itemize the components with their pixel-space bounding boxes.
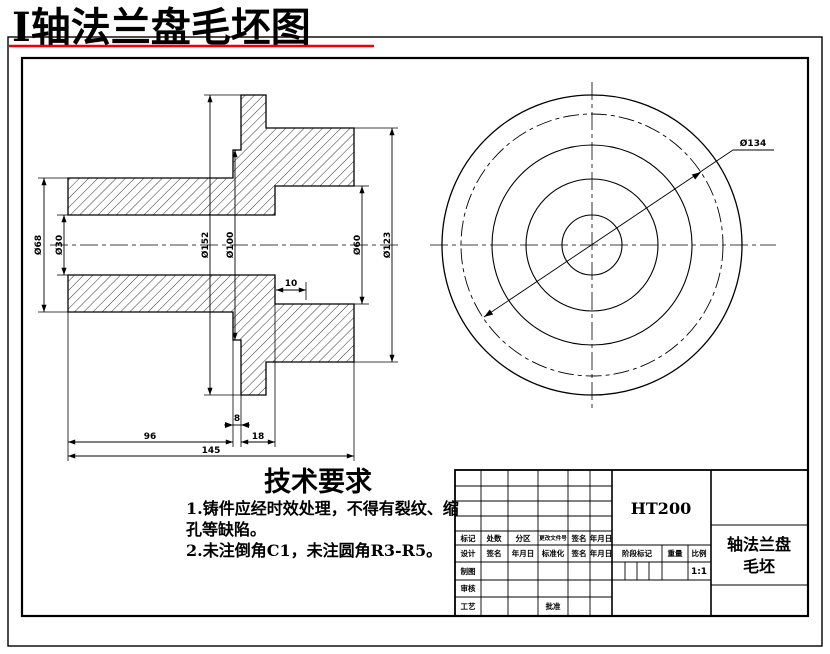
- dim-hub-length: 96: [144, 432, 157, 442]
- dim-left-boss: Ø100: [225, 232, 236, 258]
- cell-standardization: 标准化: [541, 548, 565, 558]
- title-block-grid-lines: [455, 470, 808, 616]
- cell-date2: 年月日: [512, 548, 535, 558]
- dimension-lines: [41, 95, 395, 459]
- part-name-line1: 轴法兰盘: [727, 535, 791, 554]
- tech-requirement-line-2: 孔等缺陷。: [186, 520, 266, 539]
- cell-draw: 制图: [461, 566, 476, 576]
- section-lower-half: [67, 274, 355, 396]
- section-view: Ø68 Ø30 Ø152 Ø100 Ø60 Ø123 10 8 96 18 14…: [33, 94, 400, 461]
- diagonal-dim-line: [483, 149, 734, 318]
- diag-arrow-sw: [484, 309, 494, 317]
- circle-boss-100: [491, 144, 693, 346]
- cell-sign1: 签名: [571, 533, 587, 543]
- material-value: HT200: [631, 499, 691, 518]
- scale-value: 1:1: [691, 567, 707, 577]
- title-block: HT200 轴法兰盘 毛坯 标记 处数 分区 更改文件号 签名 年月日 设计 签…: [454, 469, 809, 617]
- dim-flange-od: Ø152: [200, 232, 211, 258]
- dim-step-length: 18: [252, 432, 265, 442]
- diag-arrow-ne: [691, 172, 701, 180]
- stage-mark-label: 阶段标记: [622, 548, 652, 558]
- outside-arrows: [225, 422, 249, 428]
- cell-mark: 标记: [460, 533, 476, 543]
- cell-change-file: 更改文件号: [539, 534, 567, 542]
- circular-view: Ø134: [430, 82, 776, 412]
- cell-sign3: 签名: [571, 548, 587, 558]
- circle-blank-od: [441, 94, 743, 396]
- section-upper-half: [67, 94, 355, 216]
- cell-count: 处数: [486, 533, 502, 543]
- dim-right-boss: Ø123: [382, 232, 393, 258]
- tech-requirements: 技术要求 1.铸件应经时效处理，不得有裂纹、缩 孔等缺陷。 2.未注倒角C1，未…: [186, 467, 459, 560]
- cell-check: 审核: [461, 583, 476, 593]
- cell-process: 工艺: [461, 601, 476, 611]
- tech-requirement-line-3: 2.未注倒角C1，未注圆角R3-R5。: [186, 541, 442, 560]
- page-title: I轴法兰盘毛坯图: [12, 4, 311, 51]
- title-block-mark-row: 标记 处数 分区 更改文件号 签名 年月日: [460, 533, 613, 543]
- drawing-title: I轴法兰盘毛坯图: [9, 4, 374, 51]
- circle-hub-68: [525, 178, 659, 312]
- title-block-design-row: 设计 签名 年月日 标准化 签名 年月日: [461, 548, 613, 558]
- tech-requirements-heading: 技术要求: [264, 467, 372, 498]
- dim-boss-width: 8: [234, 414, 240, 424]
- weight-label: 重量: [668, 548, 683, 558]
- part-name-line2: 毛坯: [743, 557, 775, 576]
- cell-design: 设计: [461, 548, 476, 558]
- dim-hub-od: Ø68: [33, 235, 44, 255]
- circle-chain-134: [460, 113, 724, 377]
- dim-recess-depth: 10: [285, 279, 298, 289]
- cell-sign2: 签名: [486, 548, 502, 558]
- dim-recess: Ø60: [352, 235, 363, 255]
- cell-date1: 年月日: [590, 533, 613, 543]
- page-borders: [7, 36, 823, 647]
- cell-approve: 批准: [546, 601, 561, 611]
- cell-date3: 年月日: [590, 548, 613, 558]
- circle-bore-30: [561, 214, 623, 276]
- dim-total-length: 145: [202, 446, 221, 456]
- dimension-labels: Ø68 Ø30 Ø152 Ø100 Ø60 Ø123 10 8 96 18 14…: [33, 232, 393, 456]
- scale-label: 比例: [692, 548, 707, 558]
- dim-circle-dia: Ø134: [740, 138, 766, 149]
- dim-bore: Ø30: [54, 235, 65, 255]
- tech-requirement-line-1: 1.铸件应经时效处理，不得有裂纹、缩: [186, 499, 459, 518]
- cell-zone: 分区: [516, 533, 531, 543]
